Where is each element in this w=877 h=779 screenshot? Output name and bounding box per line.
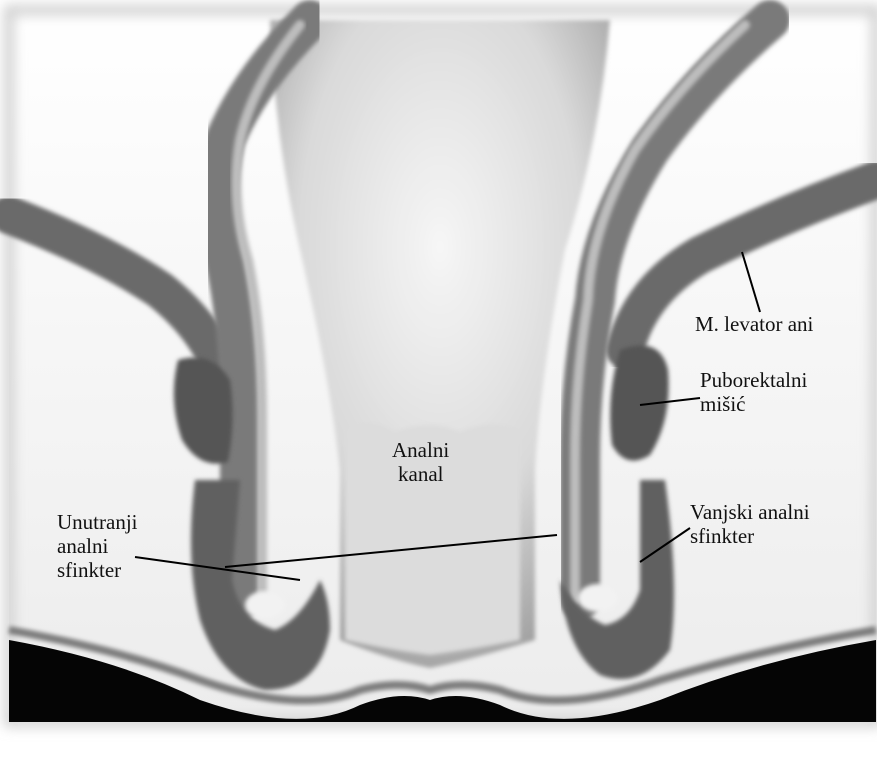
label-puborectal-muscle: Puborektalni mišić — [700, 368, 807, 416]
highlight-right — [578, 584, 618, 612]
label-external-sphincter: Vanjski analni sfinkter — [690, 500, 810, 548]
highlight-left — [245, 591, 285, 619]
image-area — [9, 10, 876, 722]
label-levator-ani: M. levator ani — [695, 312, 813, 336]
label-anal-canal: Analni kanal — [392, 438, 449, 486]
label-internal-sphincter: Unutranji analni sfinkter — [57, 510, 137, 582]
